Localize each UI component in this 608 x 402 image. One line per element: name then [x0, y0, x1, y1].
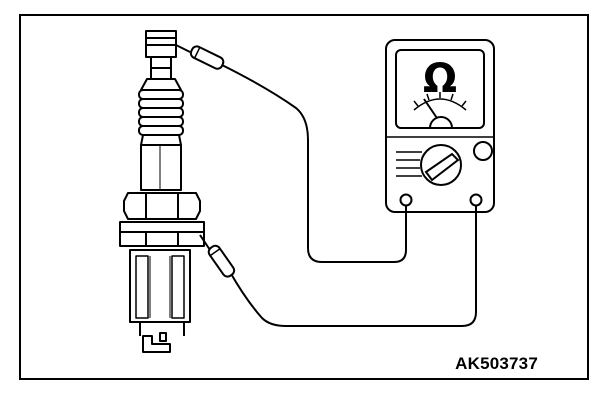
gasket-ring — [119, 231, 205, 247]
figure-frame — [19, 14, 589, 380]
range-selector-pointer — [424, 152, 460, 182]
ohmmeter-icon — [385, 39, 495, 213]
test-lead-wires — [221, 64, 477, 327]
hex-shell — [123, 192, 201, 220]
center-electrode — [159, 332, 167, 342]
figure-code: AK503737 — [455, 354, 538, 373]
lower-test-lead — [229, 206, 477, 327]
needle-pivot — [428, 116, 454, 129]
spark-plug-icon — [119, 30, 205, 353]
insulator-body — [140, 134, 182, 191]
ground-electrode — [142, 335, 171, 353]
insulator-top — [140, 78, 182, 91]
ohm-symbol: Ω — [423, 56, 457, 102]
meter-scale-arc — [413, 98, 467, 111]
test-lead-clip-icon — [199, 234, 236, 278]
zero-adjust-knob — [473, 141, 493, 161]
range-scale-lines — [396, 151, 422, 177]
insulator-ribs — [138, 89, 184, 136]
negative-jack — [399, 193, 413, 207]
test-lead-clip-icon — [175, 44, 225, 70]
positive-jack — [469, 193, 483, 207]
sealing-washer — [119, 221, 205, 233]
upper-test-lead — [221, 64, 407, 263]
